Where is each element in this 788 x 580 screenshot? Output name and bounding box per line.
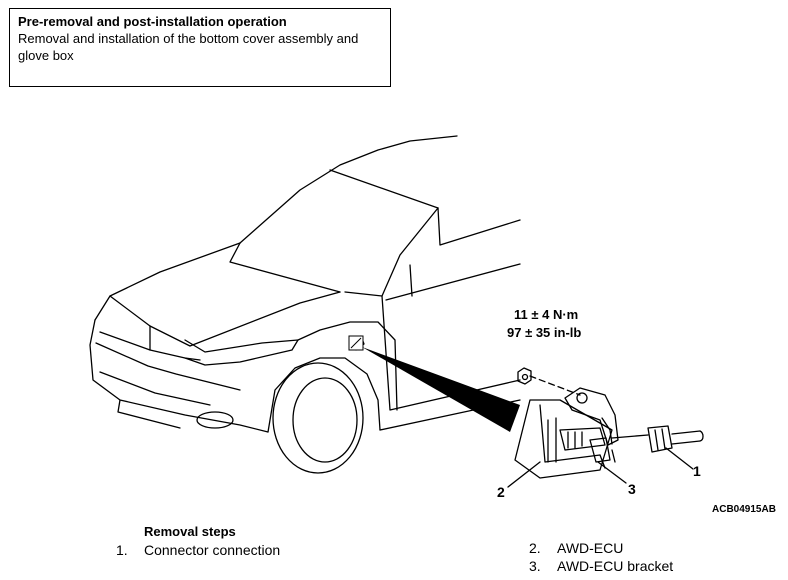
leader-line-2	[507, 461, 541, 488]
torque-inlb-label: 97 ± 35 in-lb	[507, 325, 582, 340]
callout-3: 3	[628, 481, 636, 497]
ecu-location-mark	[348, 335, 364, 351]
figure-code: ACB04915AB	[712, 504, 776, 515]
note-title: Pre-removal and post-installation operat…	[18, 14, 287, 29]
note-line-2: glove box	[18, 48, 74, 63]
vehicle-body-outline	[89, 135, 521, 474]
removal-steps-heading: Removal steps	[144, 524, 236, 539]
step-2-number: 2.	[529, 540, 541, 556]
pre-removal-note: Pre-removal and post-installation operat…	[9, 8, 391, 87]
step-2-label: AWD-ECU	[557, 540, 624, 556]
nut-guide-line	[529, 375, 581, 396]
callout-1: 1	[693, 463, 701, 479]
callout-2: 2	[497, 484, 505, 500]
harness-connector	[611, 425, 704, 453]
zoom-pointer	[362, 347, 520, 432]
step-1-number: 1.	[116, 542, 128, 558]
note-line-1: Removal and installation of the bottom c…	[18, 31, 359, 46]
torque-nm-label: 11 ± 4 N·m	[514, 307, 579, 322]
mounting-nut	[517, 367, 532, 385]
awd-ecu-assembly	[514, 399, 616, 479]
step-3-number: 3.	[529, 558, 541, 574]
leader-line-1	[665, 447, 694, 470]
awd-ecu-bracket	[564, 387, 619, 446]
step-3-label: AWD-ECU bracket	[557, 558, 674, 574]
leader-line-3	[597, 461, 627, 484]
step-1-label: Connector connection	[144, 542, 281, 558]
